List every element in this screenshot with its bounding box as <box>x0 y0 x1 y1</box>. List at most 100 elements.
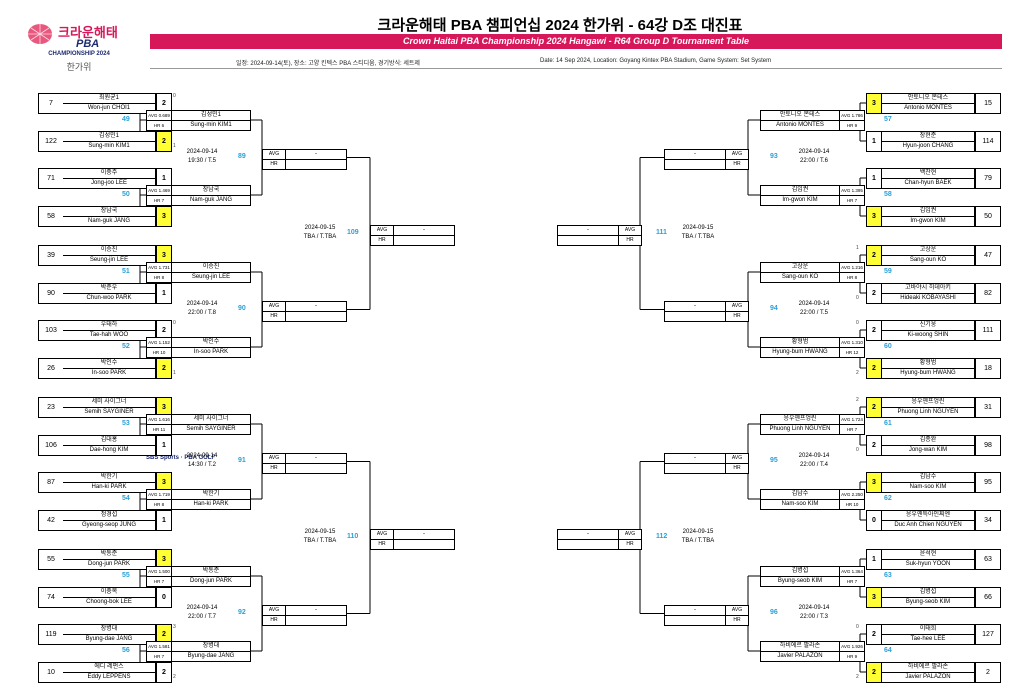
winner-name-korean: 응우옌프엉린 <box>761 415 839 425</box>
match-number: 112 <box>656 532 668 540</box>
sponsor-logo: SBS Sports · PBA GOLF <box>146 455 216 461</box>
avg-value: - <box>394 530 454 540</box>
match-date: 2024-09-14 <box>798 604 830 611</box>
winner-avg: AVG 1.926 <box>840 642 864 652</box>
player-seed: 127 <box>975 624 1001 645</box>
avg-label: AVG <box>726 150 748 160</box>
winner-avg: AVG 1.731 <box>147 263 171 273</box>
winner-name-english: Sang-oun KO <box>781 274 819 280</box>
result-values: - <box>393 528 455 550</box>
player-name-english: Suk-hyun YOON <box>905 561 951 567</box>
player-set-score: 0 <box>866 510 882 531</box>
match-number: 64 <box>884 647 892 654</box>
player-name-english: Sang-oun KO <box>909 257 947 263</box>
player-set-score: 1 <box>156 435 172 456</box>
player-set-score: 2 <box>156 358 172 379</box>
avg-label: AVG <box>619 226 641 236</box>
hr-value <box>665 616 725 625</box>
match-time-table: 22:00 / T.8 <box>188 309 216 316</box>
event-logo: 크라운해태 PBA CHAMPIONSHIP 2024 한가위 <box>24 22 144 82</box>
result-values: - <box>664 452 726 474</box>
player-name-korean: 김임권 <box>882 207 974 217</box>
winner-name-korean: 고상운 <box>761 263 839 273</box>
player-name-korean: 최원균1 <box>63 94 155 104</box>
hr-label: HR <box>733 464 741 471</box>
player-seed: 18 <box>975 358 1001 379</box>
winner-name-english: Nam-soo KIM <box>781 501 819 507</box>
match-time-table: 22:00 / T.6 <box>800 157 828 164</box>
player-name-english: Byung-dae JANG <box>85 636 133 642</box>
avg-value: - <box>558 530 618 540</box>
player-tiebreak: 1 <box>856 245 859 251</box>
player-set-score: 3 <box>156 206 172 227</box>
player-name-korean: 김종완 <box>882 436 974 446</box>
player-name-korean: 신기웅 <box>882 321 974 331</box>
player-seed: 66 <box>975 587 1001 608</box>
player-set-score: 1 <box>156 283 172 304</box>
player-seed: 63 <box>975 549 1001 570</box>
player-name-english: Tae-hah WOO <box>89 332 129 338</box>
player-name-english: Javier PALAZON <box>905 674 951 680</box>
player-seed: 26 <box>38 358 64 379</box>
match-number: 54 <box>122 495 130 502</box>
